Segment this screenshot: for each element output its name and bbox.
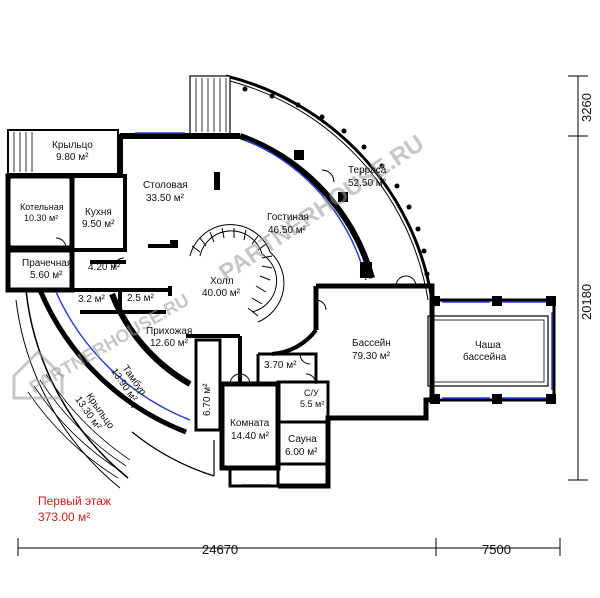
room-label-prachechnaya: Прачечная 5.60 м² bbox=[22, 258, 72, 281]
pool-annex-windows bbox=[442, 301, 553, 399]
svg-text:Терраса: Терраса bbox=[348, 165, 387, 176]
terrace-outer-wall bbox=[225, 74, 434, 301]
dining-column bbox=[214, 172, 220, 190]
svg-text:33.50 м²: 33.50 м² bbox=[146, 193, 185, 204]
room-label-krylco-top: Крыльцо 9.80 м² bbox=[52, 140, 93, 163]
dim-height-main: 20180 bbox=[579, 284, 594, 320]
komnata-bottom-wall bbox=[228, 466, 280, 488]
svg-text:40.00 м²: 40.00 м² bbox=[202, 288, 241, 299]
facade-pillars bbox=[294, 150, 372, 278]
pool-bowl-inner bbox=[431, 319, 545, 383]
svg-text:12.60 м²: 12.60 м² bbox=[150, 338, 189, 349]
terrace-columns bbox=[242, 86, 430, 277]
room-670-walls bbox=[194, 338, 222, 432]
svg-text:бассейна: бассейна bbox=[463, 351, 507, 363]
watermark-house-icon bbox=[12, 349, 64, 400]
svg-text:Сауна: Сауна bbox=[288, 434, 317, 445]
room-label-gostinaya: Гостиная 46.50 м² bbox=[267, 212, 309, 236]
svg-text:Котельная: Котельная bbox=[20, 202, 64, 212]
room-label-chasha: Чаша бассейна bbox=[463, 340, 507, 363]
tambur-outer-arc bbox=[37, 289, 187, 435]
dim-height-top: 3260 bbox=[579, 93, 594, 122]
svg-text:Холл: Холл bbox=[210, 276, 234, 287]
svg-text:Прихожая: Прихожая bbox=[146, 326, 192, 337]
room-label-bassein: Бассейн 79.30 м² bbox=[352, 338, 391, 362]
tambur-inner-arc bbox=[109, 292, 192, 387]
svg-text:Столовая: Столовая bbox=[143, 180, 188, 191]
room-label-kuhnya: Кухня 9.50 м² bbox=[82, 207, 115, 230]
porch-lower-arc bbox=[131, 431, 215, 477]
svg-text:С/У: С/У bbox=[304, 388, 319, 398]
porch-outer-arc bbox=[25, 289, 129, 479]
dimension-lines bbox=[17, 75, 588, 556]
living-curved-facade bbox=[238, 133, 375, 279]
room-label-sauna: Сауна 6.00 м² bbox=[285, 434, 318, 458]
dining-top-wall bbox=[117, 133, 240, 176]
top-terrace-strip bbox=[189, 75, 231, 135]
svg-text:14.40 м²: 14.40 м² bbox=[231, 431, 270, 442]
dim-width-left: 24670 bbox=[202, 542, 238, 557]
pool-bowl bbox=[427, 315, 549, 387]
room-label-small-670: 6.70 м² bbox=[202, 383, 213, 416]
floor-title: Первый этаж bbox=[38, 494, 111, 508]
door-swings bbox=[55, 169, 417, 409]
room-label-krylco-left: Крыльцо 13.30 м² bbox=[72, 391, 116, 432]
svg-text:46.50 м²: 46.50 м² bbox=[268, 225, 307, 236]
spiral-staircase bbox=[189, 224, 285, 323]
svg-text:10.30 м²: 10.30 м² bbox=[24, 213, 58, 223]
svg-text:Комната: Комната bbox=[230, 418, 270, 429]
floor-area: 373.00 м² bbox=[38, 510, 90, 524]
svg-text:Бассейн: Бассейн bbox=[352, 338, 391, 349]
svg-text:9.80 м²: 9.80 м² bbox=[56, 152, 89, 163]
porch-left-steps bbox=[27, 373, 131, 479]
top-strip-slats bbox=[195, 78, 227, 132]
room-label-komnata: Комната 14.40 м² bbox=[230, 418, 270, 442]
porch-steps bbox=[13, 132, 33, 172]
living-curved-window bbox=[244, 139, 367, 281]
room-label-prihozhaya: Прихожая 12.60 м² bbox=[146, 326, 192, 349]
svg-text:Гостиная: Гостиная bbox=[267, 212, 309, 223]
interior-partitions bbox=[72, 244, 318, 384]
watermark-center: PARTNERHOUSE.RU bbox=[214, 130, 429, 287]
svg-text:6.00 м²: 6.00 м² bbox=[285, 447, 318, 458]
dim-width-right: 7500 bbox=[482, 542, 511, 557]
svg-text:5.60 м²: 5.60 м² bbox=[30, 270, 63, 281]
svg-text:9.50 м²: 9.50 м² bbox=[82, 219, 115, 230]
svg-text:Крыльцо: Крыльцо bbox=[52, 140, 93, 151]
svg-text:Прачечная: Прачечная bbox=[22, 258, 72, 269]
svg-text:5.5 м²: 5.5 м² bbox=[300, 399, 324, 409]
room-label-small-32: 3.2 м² bbox=[78, 294, 106, 305]
room-label-stolovaya: Столовая 33.50 м² bbox=[143, 180, 188, 204]
svg-text:Кухня: Кухня bbox=[85, 207, 112, 218]
svg-text:79.30 м²: 79.30 м² bbox=[352, 351, 391, 362]
svg-text:52.50 м²: 52.50 м² bbox=[348, 178, 387, 189]
room-label-small-370: 3.70 м² bbox=[264, 360, 297, 371]
porch-mid-arc bbox=[15, 299, 121, 489]
room-label-tambur: Тамбур 13.90 м² bbox=[108, 363, 149, 405]
room-label-su: С/У 5.5 м² bbox=[300, 388, 324, 409]
room-label-holl: Холл 40.00 м² bbox=[202, 276, 241, 299]
room-label-small-420: 4.20 м² bbox=[88, 262, 121, 273]
west-wing-walls bbox=[5, 173, 75, 251]
tambur-window-arc bbox=[55, 291, 191, 421]
room-label-small-25: 2.5 м² bbox=[127, 293, 155, 304]
svg-text:Чаша: Чаша bbox=[475, 340, 501, 351]
room-label-terrasa: Терраса 52.50 м² bbox=[348, 165, 387, 189]
kitchen-walls bbox=[72, 174, 127, 252]
pool-annex-pillars bbox=[430, 296, 556, 404]
room-label-kotelnaya: Котельная 10.30 м² bbox=[20, 202, 64, 223]
terrace-outer-wall-inner bbox=[225, 79, 429, 301]
holl-column bbox=[170, 240, 178, 248]
